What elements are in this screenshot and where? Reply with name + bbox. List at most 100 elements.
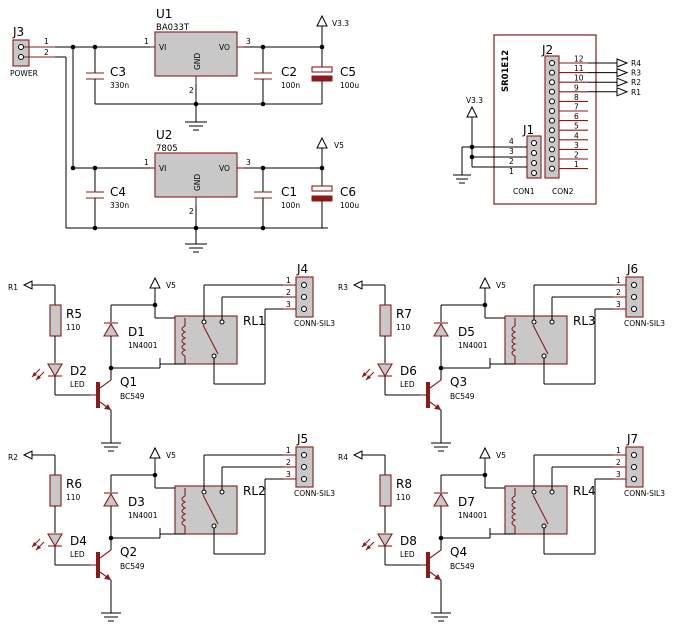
led-ref: D4 [70,534,87,548]
u2-value: 7805 [156,144,178,154]
led-value: LED [400,550,415,559]
output-label-R1: R1 [631,88,641,97]
ground-symbol [101,442,121,452]
j2-pin-7: 7 [574,103,579,112]
diode-value: 1N4001 [458,511,488,520]
relay-ref: RL4 [573,484,596,498]
connector-ref: J7 [626,432,638,446]
conn-pin-1: 1 [616,276,621,285]
conn-pin-3: 3 [616,300,621,309]
v5-label: V5 [496,451,506,460]
led-value: LED [400,380,415,389]
led-value: LED [70,380,85,389]
connector-value: CONN-SIL3 [624,489,665,498]
transistor-ref: Q2 [120,545,137,559]
c5-ref: C5 [340,65,356,79]
j3-value: POWER [10,69,38,78]
u2-vi: VI [159,164,166,173]
u1-pin-vi: 1 [144,37,149,46]
resistor-ref: R7 [396,307,412,321]
input-label: R2 [8,453,18,462]
j3-pin-1: 1 [44,37,49,46]
module-label: SR01E12 [501,50,511,92]
u1-regulator: U1 BA033T VI VO GND 1 3 2 [144,7,251,95]
conn-pin-2: 2 [616,458,621,467]
c6-capacitor: C6 100u [311,168,359,228]
connector-ref: J4 [296,262,308,276]
receiver-module: SR01E12 J2 J1 CON1 CON2 4 3 2 1 12111098… [453,34,641,205]
j2-pin-6: 6 [574,112,579,121]
input-label: R1 [8,283,18,292]
v5-label: V5 [166,451,176,460]
c4-capacitor: C4 330n [86,168,129,228]
resistor-ref: R5 [66,307,82,321]
j1-ref: J1 [522,123,534,137]
u2-gnd: GND [193,174,202,191]
led-value: LED [70,550,85,559]
conn-pin-3: 3 [286,470,291,479]
ground-symbol [431,442,451,452]
j2-pin-11: 11 [574,64,584,73]
led-ref: D2 [70,364,87,378]
connector-ref: J6 [626,262,638,276]
c6-ref: C6 [340,185,356,199]
resistor-value: 110 [66,493,81,502]
j2-pin-2: 2 [574,151,579,160]
output-label-R3: R3 [631,69,641,78]
c3-value: 330n [110,81,129,90]
j2-pin-4: 4 [574,131,579,140]
j2-pin-5: 5 [574,122,579,131]
j2-ref: J2 [541,43,553,57]
ground-symbol [453,174,471,184]
u2-pin-gnd: 2 [189,207,194,216]
conn-pin-2: 2 [616,288,621,297]
j2-pin-10: 10 [574,74,584,83]
c5-capacitor: C5 100u [311,47,359,104]
j1-value: CON1 [513,187,535,196]
transistor-ref: Q3 [450,375,467,389]
diode-value: 1N4001 [458,341,488,350]
j2-pin-9: 9 [574,83,579,92]
conn-pin-3: 3 [286,300,291,309]
diode-value: 1N4001 [128,511,158,520]
connector-value: CONN-SIL3 [294,489,335,498]
connector-value: CONN-SIL3 [624,319,665,328]
j3-pin-2: 2 [44,48,49,57]
v5-label: V5 [166,281,176,290]
transistor-value: BC549 [120,562,145,571]
c2-capacitor: C2 100n [254,47,300,104]
resistor-value: 110 [396,493,411,502]
relay-ref: RL2 [243,484,266,498]
connector-value: CONN-SIL3 [294,319,335,328]
receiver-rail: V3.3 [466,96,483,105]
j2-value: CON2 [552,187,574,196]
j2-pin-3: 3 [574,141,579,150]
v33-label: V3.3 [332,19,349,28]
u2-regulator: U2 7805 VI VO GND 1 3 2 [144,128,251,216]
j1-pin-2: 2 [509,157,514,166]
output-label-R2: R2 [631,78,641,87]
v33-rail-arrow: V3.3 [316,14,349,47]
c4-value: 330n [110,201,129,210]
j2-pin-12: 12 [574,55,584,64]
conn-pin-2: 2 [286,458,291,467]
conn-pin-1: 1 [616,446,621,455]
resistor-ref: R6 [66,477,82,491]
conn-pin-2: 2 [286,288,291,297]
c3-ref: C3 [110,65,126,79]
j2-pin-8: 8 [574,93,579,102]
resistor-value: 110 [396,323,411,332]
j3-ref: J3 [12,25,24,39]
led-ref: D6 [400,364,417,378]
transistor-ref: Q4 [450,545,467,559]
c6-value: 100u [340,201,359,210]
c4-ref: C4 [110,185,126,199]
conn-pin-1: 1 [286,446,291,455]
u2-vo: VO [219,164,230,173]
input-label: R4 [338,453,348,462]
connector-ref: J5 [296,432,308,446]
v5-rail-arrow: V5 [316,136,344,168]
